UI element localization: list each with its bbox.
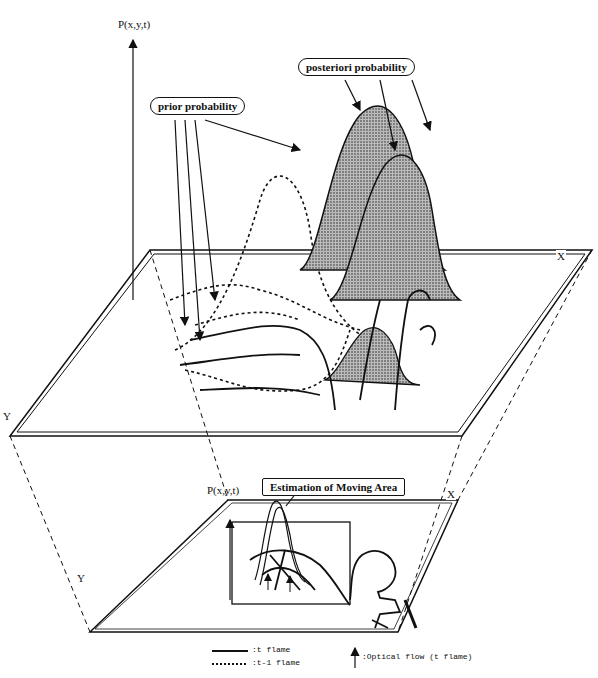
box-text: prior probability bbox=[158, 100, 237, 112]
axis-name: Y bbox=[2, 410, 12, 422]
box-text: posteriori probability bbox=[306, 61, 407, 73]
legend-text: :t-1 flame bbox=[252, 658, 300, 667]
legend-text: :Optical flow (t flame) bbox=[362, 652, 472, 661]
label-box: posteriori probability bbox=[298, 58, 415, 76]
label-box: prior probability bbox=[150, 97, 245, 115]
legend-text: :t flame bbox=[252, 645, 290, 654]
axis-label: P(x,y,t) bbox=[117, 18, 151, 30]
axis-name: Y bbox=[76, 572, 86, 584]
axis-label: P(x,y,t) bbox=[206, 484, 240, 496]
box-text: Estimation of Moving Area bbox=[270, 481, 397, 493]
callout-box: Estimation of Moving Area bbox=[262, 478, 405, 496]
axis-name: X bbox=[556, 250, 566, 262]
axis-name: X bbox=[446, 488, 456, 500]
